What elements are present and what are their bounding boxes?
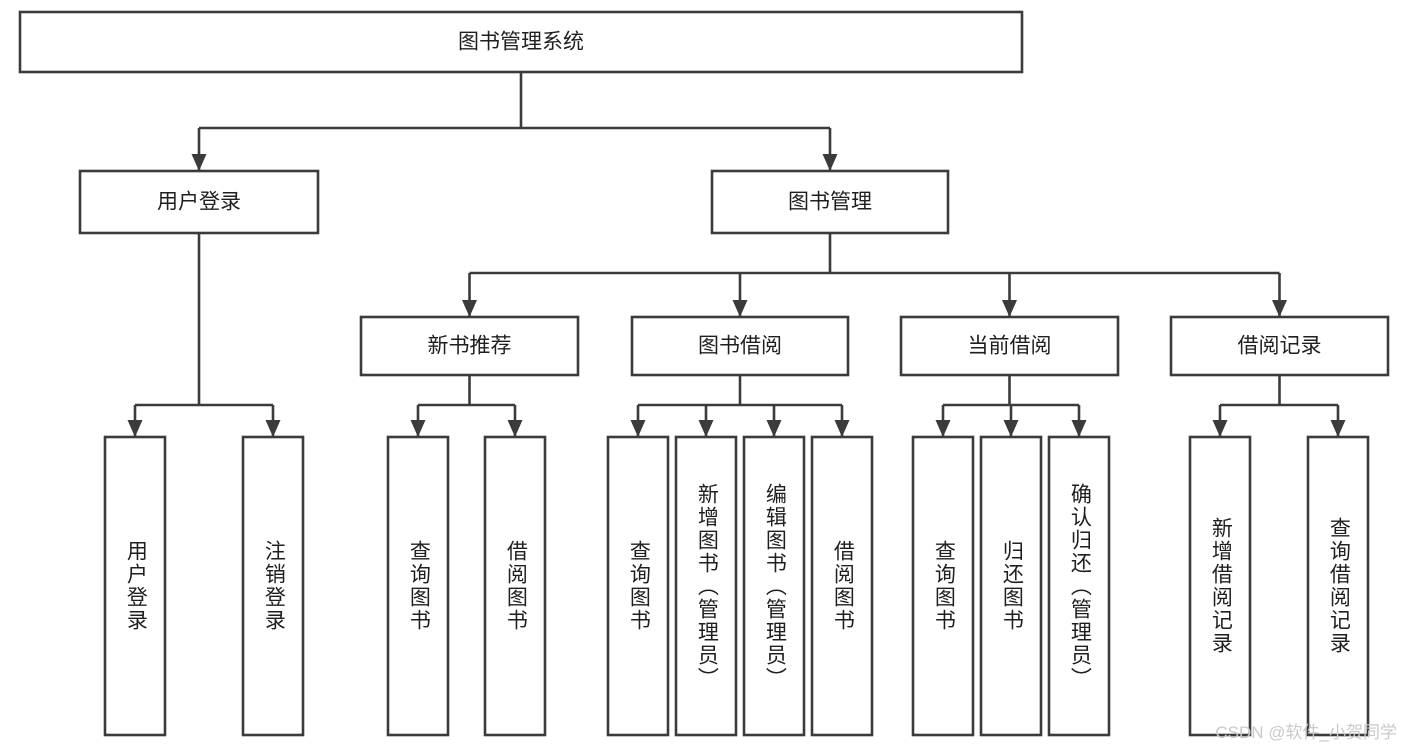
node-rect[interactable] (810, 435, 874, 737)
node-rect[interactable] (1188, 435, 1252, 737)
node-rect[interactable] (1047, 435, 1111, 737)
node-l1-图书管理[interactable]: 图书管理 (710, 169, 950, 235)
node-leaf-2-查询图书[interactable] (386, 435, 450, 737)
conn-当前借阅-arrow-2 (1071, 420, 1087, 437)
node-leaf-1-注销登录[interactable] (241, 435, 305, 737)
node-l1-用户登录[interactable]: 用户登录 (78, 169, 320, 235)
node-leaf-11-新增借阅记录[interactable] (1188, 435, 1252, 737)
conn-用户登录-arrow-0 (127, 420, 143, 437)
node-rect[interactable] (359, 315, 580, 377)
node-rect[interactable] (979, 435, 1043, 737)
node-leaf-3-借阅图书[interactable] (483, 435, 547, 737)
node-leaf-6-编辑图书管理员[interactable] (742, 435, 806, 737)
node-l2-新书推荐[interactable]: 新书推荐 (359, 315, 580, 377)
node-rect[interactable] (241, 435, 305, 737)
node-rect[interactable] (386, 435, 450, 737)
conn-新书推荐-arrow-0 (410, 420, 426, 437)
conn-图书借阅-arrow-2 (766, 420, 782, 437)
conn-当前借阅-arrow-0 (935, 420, 951, 437)
conn-图书借阅-arrow-3 (834, 420, 850, 437)
node-rect[interactable] (911, 435, 975, 737)
node-rect[interactable] (103, 435, 167, 737)
conn-book-mgmt-arrow-0 (462, 300, 477, 317)
node-l2-图书借阅[interactable]: 图书借阅 (630, 315, 850, 377)
conn-root-arrow-1 (822, 154, 838, 171)
node-l2-当前借阅[interactable]: 当前借阅 (899, 315, 1120, 377)
node-label: 借阅记录 (1238, 335, 1322, 358)
conn-图书借阅-arrow-1 (698, 420, 714, 437)
node-leaf-8-查询图书[interactable] (911, 435, 975, 737)
node-leaf-10-确认归还管理员[interactable] (1047, 435, 1111, 737)
csdn-watermark: CSDN @软件_小贺同学 (1215, 723, 1397, 742)
node-label: 当前借阅 (968, 335, 1052, 358)
conn-借阅记录-arrow-1 (1330, 420, 1346, 437)
node-root-图书管理系统[interactable]: 图书管理系统 (18, 10, 1024, 74)
node-leaf-5-新增图书管理员[interactable] (674, 435, 738, 737)
conn-用户登录-arrow-1 (265, 420, 281, 437)
conn-借阅记录-arrow-0 (1212, 420, 1228, 437)
conn-图书借阅-arrow-0 (630, 420, 646, 437)
node-rect[interactable] (18, 10, 1024, 74)
node-label: 图书管理系统 (458, 31, 584, 54)
node-label: 用户登录 (157, 191, 241, 214)
conn-root-arrow-0 (191, 154, 207, 171)
node-leaf-4-查询图书[interactable] (606, 435, 670, 737)
node-rect[interactable] (674, 435, 738, 737)
conn-当前借阅-arrow-1 (1003, 420, 1019, 437)
node-leaf-9-归还图书[interactable] (979, 435, 1043, 737)
conn-book-mgmt-arrow-3 (1272, 300, 1287, 317)
node-rect[interactable] (483, 435, 547, 737)
conn-book-mgmt-arrow-1 (732, 300, 748, 317)
node-label: 图书管理 (788, 191, 872, 214)
node-leaf-7-借阅图书[interactable] (810, 435, 874, 737)
node-label: 新书推荐 (428, 335, 512, 358)
node-rect[interactable] (742, 435, 806, 737)
node-leaf-12-查询借阅记录[interactable] (1306, 435, 1370, 737)
node-rect[interactable] (78, 169, 320, 235)
node-leaf-0-用户登录[interactable] (103, 435, 167, 737)
node-label: 图书借阅 (698, 335, 782, 358)
node-rect[interactable] (1306, 435, 1370, 737)
conn-book-mgmt-arrow-2 (1002, 300, 1017, 317)
node-rect[interactable] (606, 435, 670, 737)
conn-新书推荐-arrow-1 (507, 420, 523, 437)
node-rect[interactable] (899, 315, 1120, 377)
node-l2-借阅记录[interactable]: 借阅记录 (1169, 315, 1390, 377)
